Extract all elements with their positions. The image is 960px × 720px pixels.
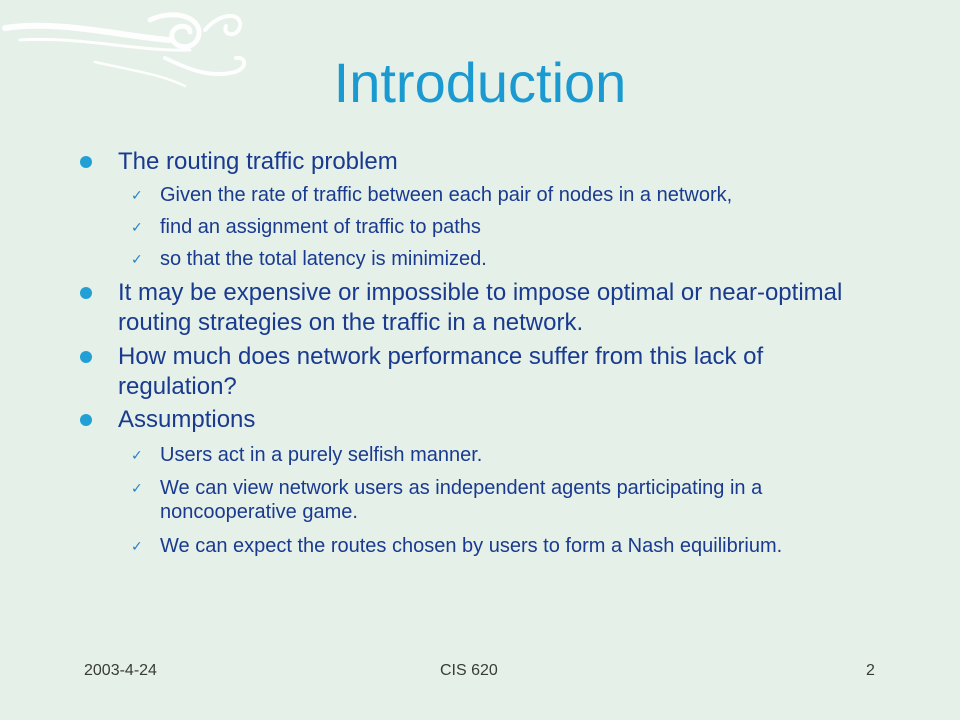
cloud-swirl-decoration xyxy=(2,12,247,88)
bullet-assumptions: Assumptions xyxy=(80,405,858,435)
sub-bullet-rate: ✓ Given the rate of traffic between each … xyxy=(131,183,880,207)
checkmark-icon: ✓ xyxy=(131,539,143,555)
sub-bullet-agents: ✓ We can view network users as independen… xyxy=(131,476,880,524)
slide-title: Introduction xyxy=(333,51,627,114)
sub-bullet-text: so that the total latency is minimized. xyxy=(160,248,487,270)
sub-bullet-text: We can expect the routes chosen by users… xyxy=(160,535,783,557)
sub-bullet-text: find an assignment of traffic to paths xyxy=(160,216,481,238)
sub-bullet-selfish: ✓ Users act in a purely selfish manner. xyxy=(131,443,880,467)
sub-bullet-text: Users act in a purely selfish manner. xyxy=(160,444,483,466)
sub-bullet-nash: ✓ We can expect the routes chosen by user… xyxy=(131,534,880,558)
sub-bullet-assignment: ✓ find an assignment of traffic to paths xyxy=(131,215,880,239)
checkmark-icon: ✓ xyxy=(131,448,143,464)
checkmark-icon: ✓ xyxy=(131,252,143,268)
bullet-routing-problem: The routing traffic problem xyxy=(80,147,858,177)
bullet-performance: How much does network performance suffer… xyxy=(80,342,858,402)
checkmark-icon: ✓ xyxy=(131,188,143,204)
sub-bullet-text: We can view network users as independent… xyxy=(160,477,763,523)
checkmark-icon: ✓ xyxy=(131,481,143,497)
sub-bullet-latency: ✓ so that the total latency is minimized. xyxy=(131,247,880,271)
footer-course: CIS 620 xyxy=(440,662,498,679)
sub-bullet-text: Given the rate of traffic between each p… xyxy=(160,184,733,206)
bullet-expensive: It may be expensive or impossible to imp… xyxy=(80,278,858,338)
checkmark-icon: ✓ xyxy=(131,220,143,236)
footer-page-number: 2 xyxy=(866,662,875,679)
footer-date: 2003-4-24 xyxy=(84,662,157,679)
